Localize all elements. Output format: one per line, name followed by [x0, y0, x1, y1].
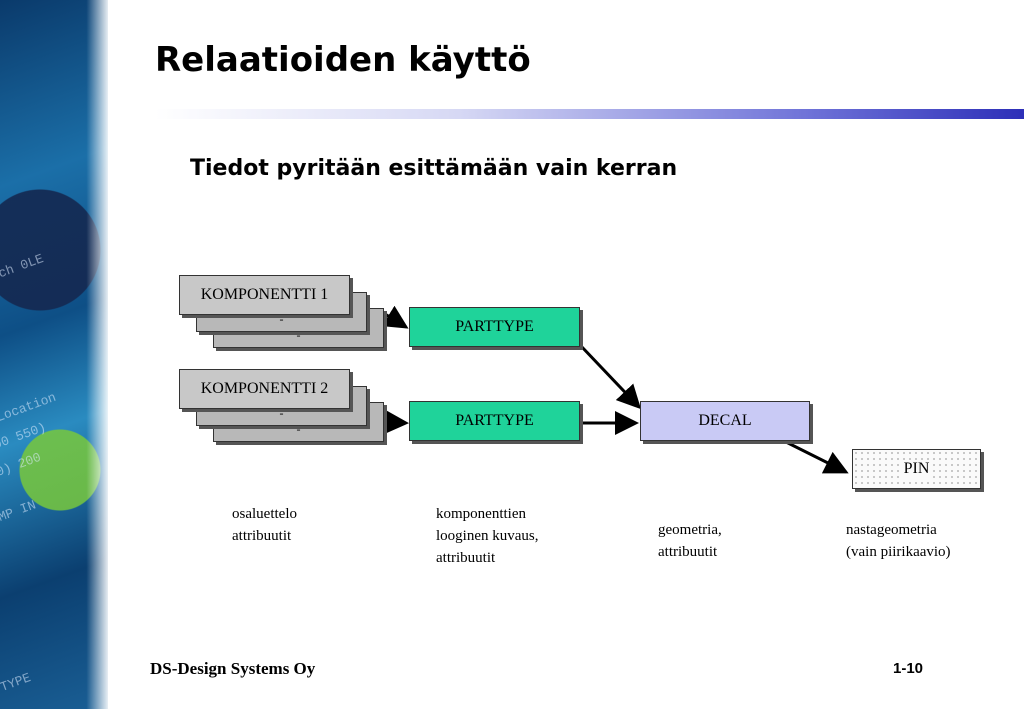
- parttype-caption: komponenttien looginen kuvaus, attribuut…: [436, 506, 539, 566]
- component-2-label: KOMPONENTTI 2: [200, 380, 329, 397]
- pin-caption: nastageometria (vain piirikaavio): [846, 522, 951, 560]
- slide-subtitle: Tiedot pyritään esittämään vain kerran: [190, 156, 678, 181]
- pin-box: PIN: [852, 449, 981, 489]
- slide-title: Relaatioiden käyttö: [155, 40, 531, 80]
- decal-caption: geometria, attribuutit: [658, 522, 722, 560]
- parttype-1-box: PARTTYPE: [409, 307, 580, 347]
- decorative-side-image: nch 0LE Location 900 550) 350) 200 EMP I…: [0, 0, 108, 709]
- footer-page-number: 1-10: [893, 660, 924, 677]
- arrow-comp1-to-parttype1: [381, 305, 409, 329]
- pin-label: PIN: [901, 460, 932, 478]
- component-1-label: KOMPONENTTI 1: [200, 286, 329, 303]
- arrow-decal-to-pin: [785, 440, 849, 474]
- component-2-box: KOMPONENTTI 2: [179, 369, 350, 409]
- parttype-1-label: PARTTYPE: [455, 318, 534, 335]
- title-rule: [155, 109, 1024, 119]
- decal-box: DECAL: [640, 401, 810, 441]
- components-caption: osaluettelo attribuutit: [232, 506, 297, 544]
- parttype-2-box: PARTTYPE: [409, 401, 580, 441]
- component-1-box: KOMPONENTTI 1: [179, 275, 350, 315]
- footer-company: DS-Design Systems Oy: [150, 659, 316, 678]
- arrow-parttype1-to-decal: [579, 344, 642, 410]
- decal-label: DECAL: [698, 412, 752, 429]
- parttype-2-label: PARTTYPE: [455, 412, 534, 429]
- arrow-comp2-to-parttype2: [384, 410, 409, 434]
